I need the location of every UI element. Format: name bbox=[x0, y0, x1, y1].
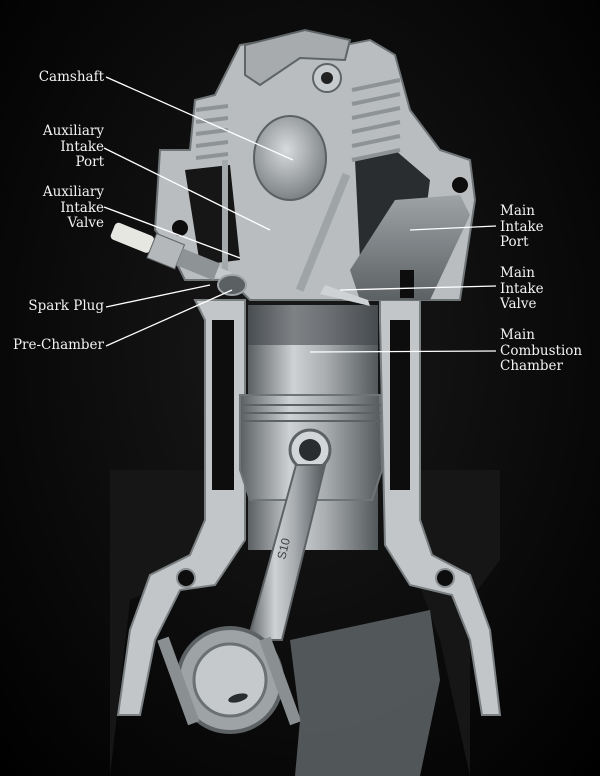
label-pre-chamber: Pre-Chamber bbox=[12, 337, 104, 353]
crankpin-bearing bbox=[192, 642, 268, 718]
pre-chamber bbox=[217, 274, 247, 296]
head-hole-1 bbox=[452, 177, 468, 193]
leader-main-intake-valve bbox=[339, 285, 497, 291]
spark-plug bbox=[110, 222, 232, 282]
leader-lines bbox=[103, 76, 497, 353]
piston-rings bbox=[241, 404, 381, 422]
left-water-jacket bbox=[212, 320, 234, 490]
main-intake-port-channel bbox=[350, 195, 470, 300]
bore-shadow bbox=[248, 305, 378, 345]
left-bolt-hole bbox=[176, 568, 196, 588]
right-bolt-hole bbox=[435, 568, 455, 588]
valve-spring-left bbox=[195, 104, 229, 160]
aux-valve-stem bbox=[222, 160, 228, 280]
main-valve-stem bbox=[295, 172, 351, 292]
label-auxiliary-intake-valve: Auxiliary Intake Valve bbox=[42, 184, 104, 231]
label-camshaft: Camshaft bbox=[38, 69, 104, 85]
leader-aux-intake-valve bbox=[103, 206, 241, 259]
label-main-intake-valve: Main Intake Valve bbox=[500, 265, 544, 312]
rocker-arm bbox=[244, 28, 352, 87]
label-auxiliary-intake-port: Auxiliary Intake Port bbox=[42, 123, 104, 170]
label-spark-plug: Spark Plug bbox=[28, 298, 104, 314]
main-intake-valve-head bbox=[320, 285, 370, 306]
valve-spring-right bbox=[351, 78, 401, 162]
leader-aux-intake-port bbox=[103, 147, 271, 231]
rod-cap-bolt-right bbox=[259, 636, 302, 726]
leader-main-combustion-chamber bbox=[309, 350, 497, 353]
crank-counterweight bbox=[290, 610, 440, 776]
rocker-pivot-hole bbox=[321, 72, 333, 84]
leader-spark-plug bbox=[105, 284, 211, 308]
connecting-rod bbox=[246, 464, 327, 641]
label-main-combustion-chamber: Main Combustion Chamber bbox=[500, 327, 583, 374]
right-water-jacket bbox=[390, 320, 410, 490]
leader-main-intake-port bbox=[409, 225, 497, 231]
wrist-pin-bore bbox=[299, 439, 321, 461]
rod-marking: S10 bbox=[274, 536, 293, 560]
head-hole-2 bbox=[172, 220, 188, 236]
leader-camshaft bbox=[105, 76, 294, 161]
rod-cap-bolt-left bbox=[157, 636, 200, 726]
leader-pre-chamber bbox=[105, 289, 233, 347]
head-slot-1 bbox=[400, 270, 414, 298]
label-main-intake-port: Main Intake Port bbox=[500, 203, 544, 250]
crankpin-oil-hole bbox=[228, 693, 248, 703]
